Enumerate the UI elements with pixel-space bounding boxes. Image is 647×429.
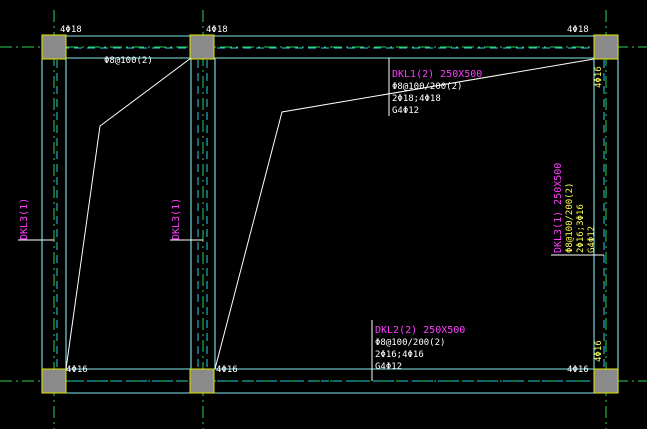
column-label-bottom-mid: 4Φ16	[216, 365, 238, 375]
beam-right-name: DKL3(1) 250X500	[553, 163, 564, 253]
column-top-mid[interactable]	[189, 34, 215, 60]
grid-axes	[0, 10, 647, 429]
column-label-right-top-side: 4Φ16	[594, 66, 604, 88]
beam-bottom-stirrup: Φ8@100/200(2)	[375, 338, 445, 348]
column-label-top-right: 4Φ18	[567, 25, 589, 35]
column-top-right[interactable]	[593, 34, 619, 60]
beam-mid-name: DKL3(1)	[171, 198, 182, 240]
column-bottom-right[interactable]	[593, 368, 619, 394]
beam-top-side: G4Φ12	[392, 106, 419, 116]
beam-outlines	[41, 35, 619, 394]
beam-top-main: 2Φ18;4Φ18	[392, 94, 441, 104]
column-label-bottom-left: 4Φ16	[66, 365, 88, 375]
column-top-left[interactable]	[41, 34, 67, 60]
beam-right-main: 2Φ16;3Φ16	[576, 204, 586, 253]
beam-right-side: G4Φ12	[587, 226, 597, 253]
beam-label-bottom: DKL2(2) 250X500 Φ8@100/200(2) 2Φ16;4Φ16 …	[375, 325, 465, 372]
leader-left-panel	[65, 57, 192, 370]
beam-right-stirrup: Φ8@100/200(2)	[565, 183, 575, 253]
column-bottom-mid[interactable]	[189, 368, 215, 394]
beam-left-name: DKL3(1)	[19, 198, 30, 240]
beam-bottom-side: G4Φ12	[375, 362, 402, 372]
column-bottom-left[interactable]	[41, 368, 67, 394]
beam-bottom-name: DKL2(2) 250X500	[375, 325, 465, 336]
beam-bottom-main: 2Φ16;4Φ16	[375, 350, 424, 360]
beam-top-name: DKL1(2) 250X500	[392, 69, 482, 80]
column-label-right-bottom-side: 4Φ16	[594, 340, 604, 362]
column-label-top-mid: 4Φ18	[206, 25, 228, 35]
columns	[41, 34, 619, 394]
leader-right-panel	[214, 58, 595, 370]
beam-label-right: DKL3(1) 250X500 Φ8@100/200(2) 2Φ16;3Φ16 …	[553, 163, 597, 253]
column-label-bottom-right: 4Φ16	[567, 365, 589, 375]
leader-lines	[18, 57, 604, 381]
column-labels: 4Φ18 4Φ18 4Φ18 4Φ16 4Φ16 4Φ16 4Φ16 4Φ16	[60, 25, 604, 375]
slab-rebar-label: Φ8@100(2)	[104, 56, 153, 66]
column-label-top-left: 4Φ18	[60, 25, 82, 35]
beam-top-stirrup: Φ8@100/200(2)	[392, 82, 462, 92]
beam-label-top: DKL1(2) 250X500 Φ8@100/200(2) 2Φ18;4Φ18 …	[392, 69, 482, 116]
rebar-lines	[48, 47, 612, 382]
